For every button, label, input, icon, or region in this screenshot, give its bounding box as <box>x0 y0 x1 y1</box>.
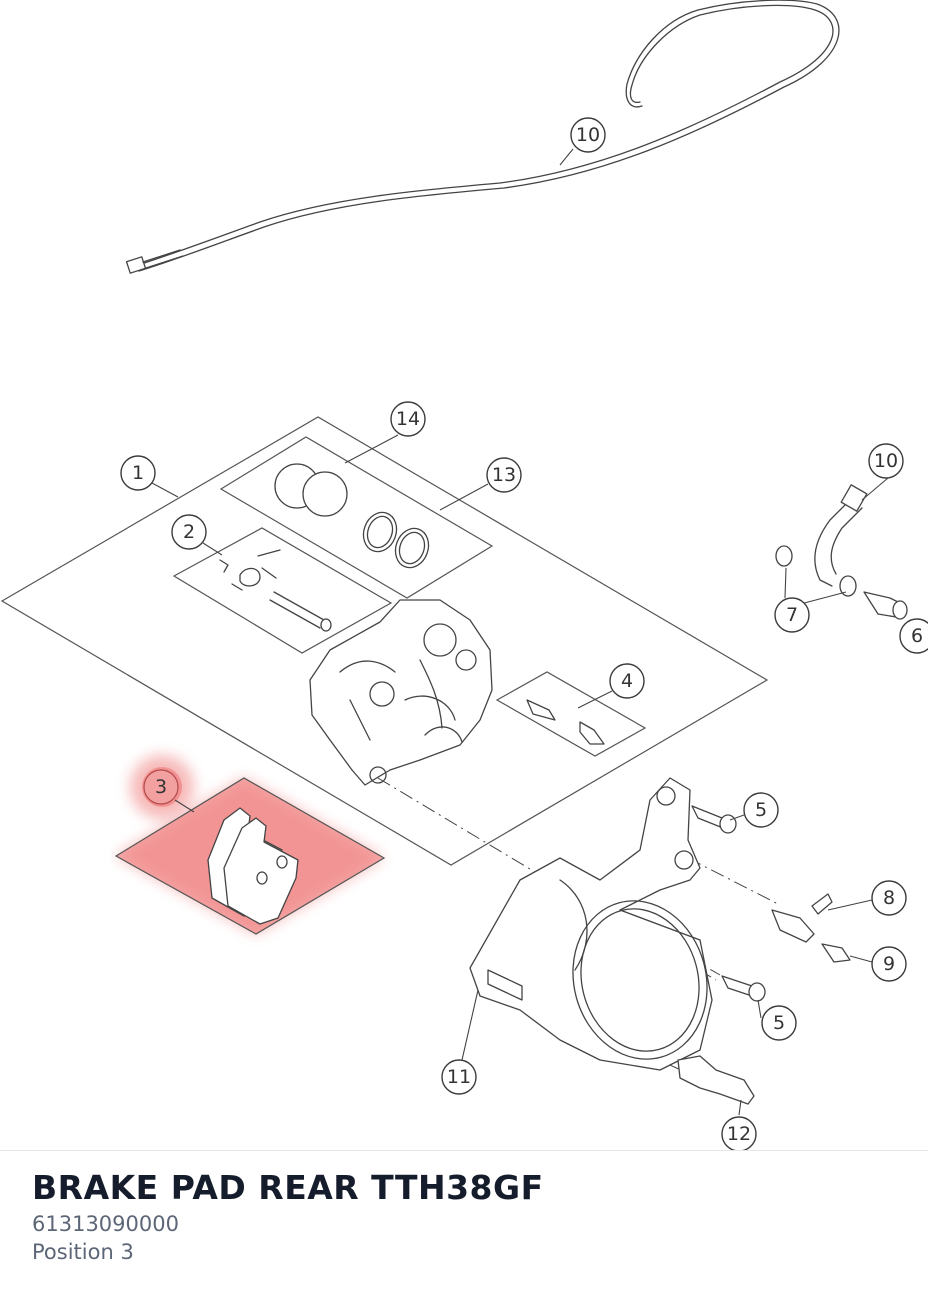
washer-part[interactable] <box>775 545 857 597</box>
svg-text:13: 13 <box>492 464 516 486</box>
banjo-fitting-part[interactable] <box>771 893 833 943</box>
callout-13[interactable]: 13 <box>486 457 522 493</box>
part-info-panel: BRAKE PAD REAR TTH38GF 61313090000 Posit… <box>32 1166 892 1266</box>
bolt-part[interactable] <box>721 975 766 1002</box>
axle-bolt-part[interactable] <box>677 1055 755 1105</box>
part-title: BRAKE PAD REAR TTH38GF <box>32 1168 544 1207</box>
svg-text:10: 10 <box>874 450 898 472</box>
svg-text:10: 10 <box>576 124 600 146</box>
callout-6[interactable]: 6 <box>899 618 928 654</box>
seal-ring-part[interactable] <box>358 508 434 573</box>
bleed-screw-part[interactable] <box>526 699 605 745</box>
callout-10-right[interactable]: 10 <box>868 443 904 479</box>
caliper-carrier-part[interactable] <box>469 777 724 1074</box>
hose-fitting-part[interactable] <box>814 484 868 587</box>
svg-text:5: 5 <box>755 799 767 821</box>
leader-lines <box>151 148 889 1116</box>
svg-text:14: 14 <box>396 408 420 430</box>
callout-2[interactable]: 2 <box>171 514 207 550</box>
svg-text:6: 6 <box>911 625 923 647</box>
callout-3-highlighted[interactable]: 3 <box>143 769 179 805</box>
caliper-kit-box <box>0 416 769 866</box>
brake-hose-part[interactable] <box>125 0 840 274</box>
callout-5-upper[interactable]: 5 <box>743 792 779 828</box>
bolt-part[interactable] <box>691 805 737 834</box>
svg-text:11: 11 <box>447 1066 471 1088</box>
pad-pin-kit-part[interactable] <box>219 549 332 632</box>
piston-part[interactable] <box>274 463 348 517</box>
callout-11[interactable]: 11 <box>441 1059 477 1095</box>
callout-8[interactable]: 8 <box>871 880 907 916</box>
svg-text:3: 3 <box>155 776 167 798</box>
brake-caliper-part[interactable] <box>309 599 493 786</box>
brake-pad-part[interactable] <box>207 807 299 925</box>
svg-text:7: 7 <box>786 604 798 626</box>
callout-12[interactable]: 12 <box>721 1116 757 1150</box>
bleed-nipple-part[interactable] <box>821 943 851 963</box>
svg-text:1: 1 <box>132 462 144 484</box>
svg-text:9: 9 <box>883 953 895 975</box>
svg-text:2: 2 <box>183 521 195 543</box>
svg-text:4: 4 <box>621 670 633 692</box>
part-position: Position 3 <box>32 1240 134 1264</box>
callout-9[interactable]: 9 <box>871 946 907 982</box>
part-number: 61313090000 <box>32 1212 179 1236</box>
divider <box>0 1150 928 1151</box>
callout-5-lower[interactable]: 5 <box>761 1005 797 1041</box>
callout-7[interactable]: 7 <box>774 597 810 633</box>
svg-text:5: 5 <box>773 1012 785 1034</box>
callout-10-top[interactable]: 10 <box>570 117 606 153</box>
exploded-parts-diagram: 10 14 1 13 10 2 7 6 4 3 5 8 9 5 11 12 <box>0 0 928 1150</box>
callout-14[interactable]: 14 <box>390 401 426 437</box>
callout-4[interactable]: 4 <box>609 663 645 699</box>
banjo-bolt-part[interactable] <box>863 591 908 620</box>
svg-text:12: 12 <box>727 1123 751 1145</box>
callout-1[interactable]: 1 <box>120 455 156 491</box>
svg-text:8: 8 <box>883 887 895 909</box>
